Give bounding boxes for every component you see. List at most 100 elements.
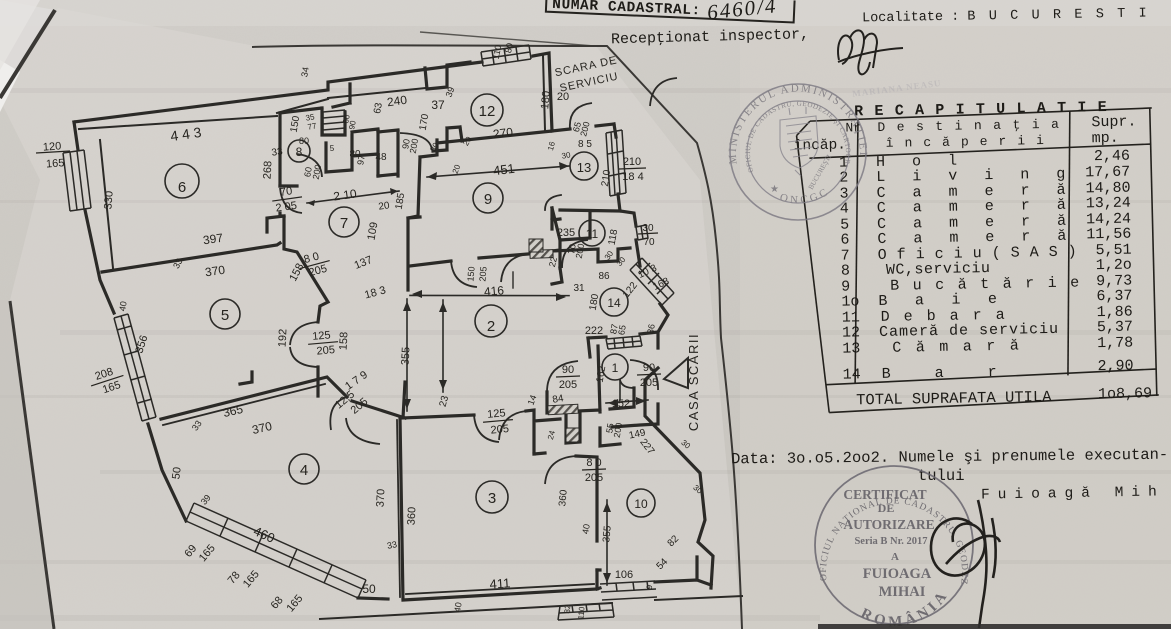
svg-text:Cameră: Cameră xyxy=(877,212,1093,233)
svg-text:268: 268 xyxy=(262,161,275,180)
svg-text:125: 125 xyxy=(487,407,506,421)
svg-text:23: 23 xyxy=(438,394,452,408)
svg-text:2,46: 2,46 xyxy=(1094,148,1130,166)
svg-text:50: 50 xyxy=(170,466,183,480)
svg-text:2: 2 xyxy=(839,169,848,186)
svg-text:9: 9 xyxy=(645,584,655,590)
svg-text:18 4: 18 4 xyxy=(622,171,643,183)
svg-text:97: 97 xyxy=(355,154,367,166)
svg-text:77: 77 xyxy=(307,121,318,132)
svg-text:205: 205 xyxy=(308,263,329,279)
svg-text:370: 370 xyxy=(375,489,388,508)
svg-text:13: 13 xyxy=(842,340,860,357)
svg-text:86: 86 xyxy=(598,271,610,282)
svg-text:1,86: 1,86 xyxy=(1097,304,1133,322)
svg-text:90: 90 xyxy=(643,362,655,374)
svg-text:5: 5 xyxy=(221,307,229,324)
svg-text:162: 162 xyxy=(595,365,609,384)
svg-text:80: 80 xyxy=(299,136,309,146)
svg-text:8: 8 xyxy=(841,262,850,279)
svg-text:205: 205 xyxy=(316,344,335,358)
svg-text:5: 5 xyxy=(840,216,849,233)
svg-text:192: 192 xyxy=(277,329,290,348)
svg-text:39: 39 xyxy=(444,86,457,99)
svg-text:2: 2 xyxy=(487,318,495,335)
svg-text:35: 35 xyxy=(305,112,316,123)
svg-text:86: 86 xyxy=(645,323,657,335)
svg-text:5,51: 5,51 xyxy=(1095,242,1131,260)
svg-text:1: 1 xyxy=(839,154,848,171)
svg-text:205: 205 xyxy=(559,379,577,391)
svg-text:90: 90 xyxy=(400,138,412,150)
svg-text:Cameră: Cameră xyxy=(876,181,1092,202)
svg-text:★: ★ xyxy=(770,184,779,195)
svg-text:Localitate : B U C U R E S T I: Localitate : B U C U R E S T I xyxy=(862,6,1149,26)
svg-text:80: 80 xyxy=(349,149,361,160)
svg-text:1,2o: 1,2o xyxy=(1096,257,1132,275)
svg-text:118: 118 xyxy=(607,228,621,246)
svg-text:20: 20 xyxy=(378,200,391,213)
svg-text:210: 210 xyxy=(600,169,613,187)
svg-text:33: 33 xyxy=(190,419,204,433)
svg-text:8 0: 8 0 xyxy=(586,457,601,469)
svg-text:200: 200 xyxy=(578,120,592,137)
svg-text:240: 240 xyxy=(386,93,408,110)
svg-text:4 4 3: 4 4 3 xyxy=(169,124,202,144)
svg-text:1: 1 xyxy=(612,361,619,375)
svg-text:AUTORIZARE: AUTORIZARE xyxy=(843,517,934,532)
svg-text:31: 31 xyxy=(573,283,585,294)
svg-text:1o8,69: 1o8,69 xyxy=(1098,385,1152,403)
svg-text:Cameră: Cameră xyxy=(877,227,1093,248)
svg-text:Debara: Debara xyxy=(881,307,1019,326)
svg-text:4: 4 xyxy=(300,462,308,479)
svg-text:1o: 1o xyxy=(841,293,859,310)
svg-text:încăp.: încăp. xyxy=(794,138,846,155)
svg-text:210: 210 xyxy=(623,156,641,168)
svg-text:34: 34 xyxy=(299,66,311,78)
svg-text:tului: tului xyxy=(918,467,965,485)
svg-text:65: 65 xyxy=(616,324,628,336)
svg-text:158: 158 xyxy=(338,332,351,351)
svg-text:106: 106 xyxy=(615,569,633,581)
svg-text:RECAPITULATIE: RECAPITULATIE xyxy=(854,99,1118,121)
svg-text:180: 180 xyxy=(588,293,602,312)
svg-text:8: 8 xyxy=(296,145,303,159)
svg-text:39: 39 xyxy=(199,493,213,507)
svg-text:CASA SCARII: CASA SCARII xyxy=(686,333,701,431)
svg-text:Recepţionat inspector,: Recepţionat inspector, xyxy=(611,26,809,48)
svg-text:1,78: 1,78 xyxy=(1097,335,1133,353)
svg-text:3: 3 xyxy=(488,490,496,507)
svg-text:14: 14 xyxy=(843,366,861,383)
svg-text:40: 40 xyxy=(117,300,129,312)
svg-text:WC,serviciu: WC,serviciu xyxy=(886,260,991,279)
svg-text:48: 48 xyxy=(375,152,387,163)
svg-text:5,37: 5,37 xyxy=(1097,319,1133,337)
svg-text:70: 70 xyxy=(279,185,293,199)
svg-text:80: 80 xyxy=(503,42,515,54)
svg-text:30: 30 xyxy=(561,150,572,161)
svg-text:6,37: 6,37 xyxy=(1096,288,1132,306)
svg-text:Hol: Hol xyxy=(876,152,984,171)
svg-text:14,24: 14,24 xyxy=(1086,211,1131,229)
svg-text:200: 200 xyxy=(408,138,420,155)
svg-text:2 10: 2 10 xyxy=(332,186,357,203)
svg-text:205: 205 xyxy=(490,423,509,437)
svg-text:8 5: 8 5 xyxy=(578,139,592,150)
svg-text:150: 150 xyxy=(465,266,476,282)
svg-text:Bucătărie: Bucătărie xyxy=(890,274,1093,295)
svg-text:125: 125 xyxy=(312,329,331,343)
svg-text:11,56: 11,56 xyxy=(1086,226,1131,244)
svg-text:235: 235 xyxy=(557,227,575,239)
svg-text:60: 60 xyxy=(341,113,352,124)
svg-text:MIHAI: MIHAI xyxy=(879,584,926,600)
svg-text:37: 37 xyxy=(431,98,445,112)
svg-text:12: 12 xyxy=(842,324,860,341)
svg-text:13,24: 13,24 xyxy=(1086,195,1131,213)
svg-text:270: 270 xyxy=(492,125,514,141)
svg-text:330: 330 xyxy=(102,190,115,209)
svg-text:CERTIFICAT: CERTIFICAT xyxy=(843,487,926,502)
svg-text:6: 6 xyxy=(840,231,849,248)
svg-text:16: 16 xyxy=(546,140,557,151)
svg-text:200: 200 xyxy=(311,164,323,181)
svg-text:370: 370 xyxy=(251,419,274,437)
